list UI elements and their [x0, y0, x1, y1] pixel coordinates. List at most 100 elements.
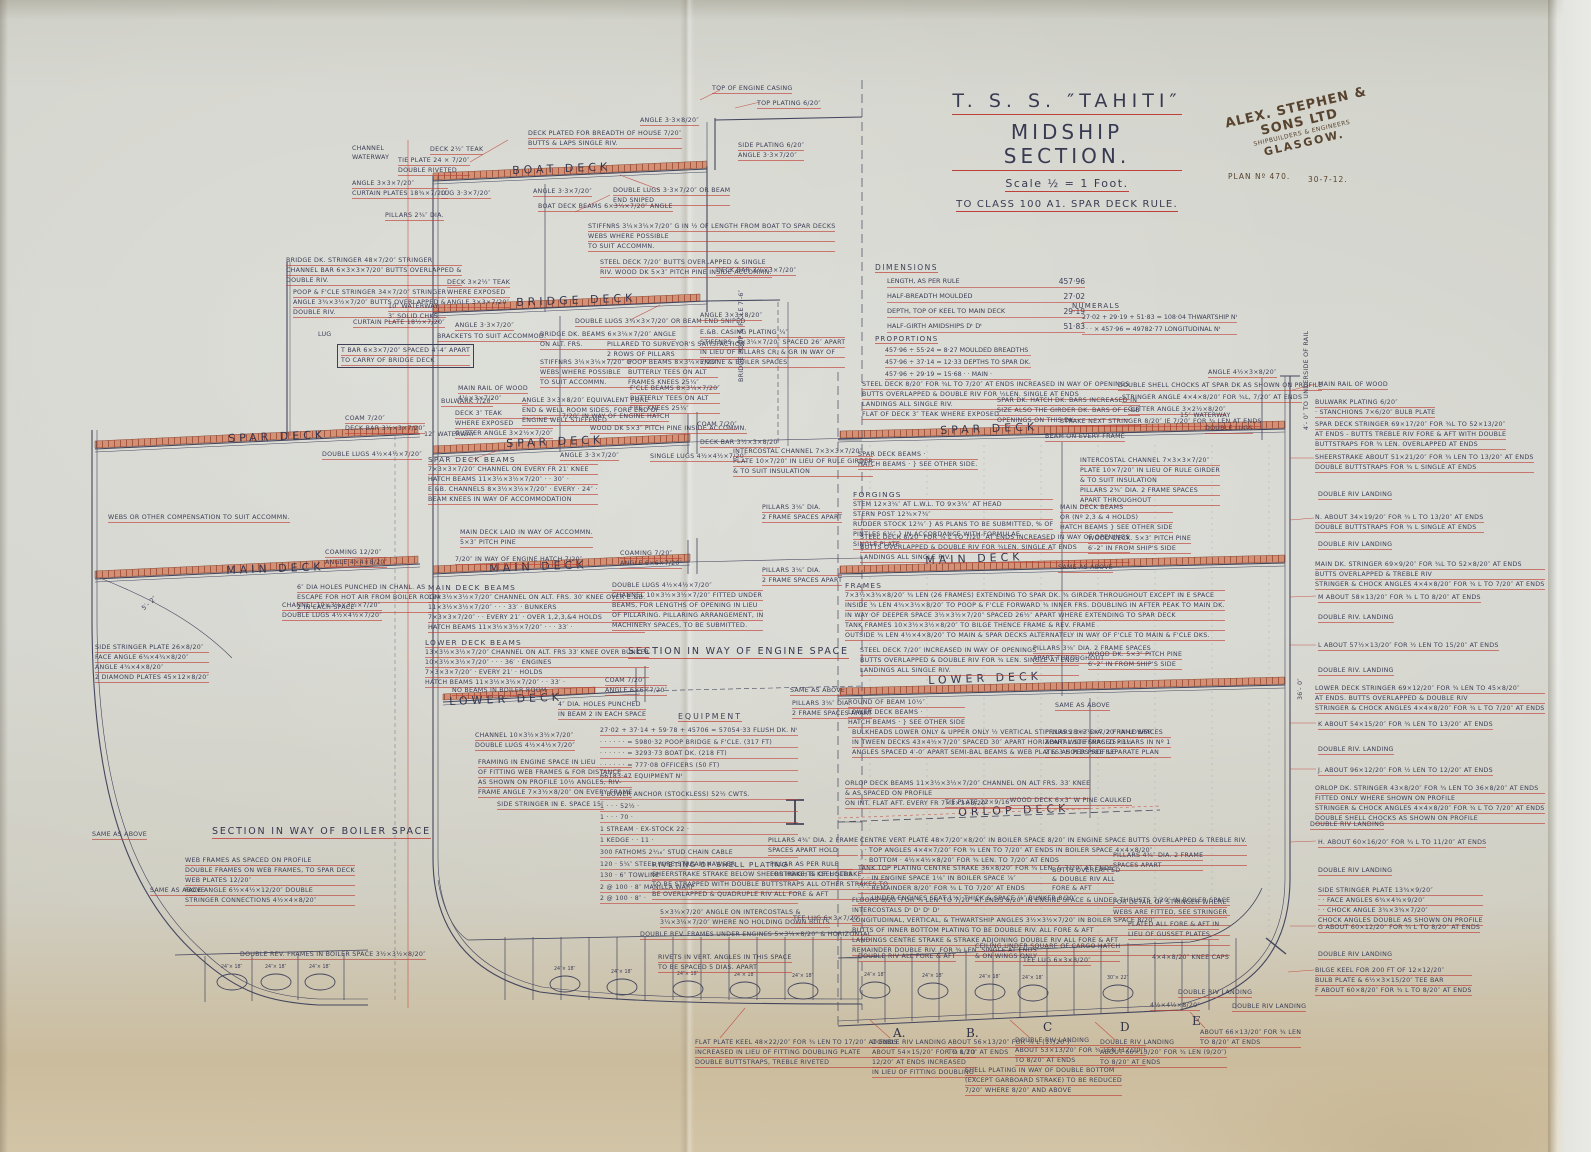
annotation-line: DOUBLE RIV LANDING	[1318, 541, 1393, 550]
annotation-line: DOUBLE RIV.	[293, 308, 447, 318]
annotation-line: 2 FRAME SPACES APART	[762, 577, 843, 586]
annotation-line: 7×3×3×7/20″ · · EVERY 21′ · OVER 1,2,3,&…	[428, 613, 646, 623]
annotation: BULWARK 7/20″	[441, 397, 494, 407]
annotation: SIDE STRINGER PLATE 26×8/20″ FACE ANGLE …	[95, 643, 210, 683]
section-title: SECTION IN WAY OF BOILER SPACE	[212, 826, 431, 839]
annotation-line: 7/20″ IN WAY OF ENGINE HATCH	[562, 413, 670, 422]
annotation-line: LONGITUDINAL, VERTICAL, & THWARTSHIP ANG…	[852, 916, 1231, 926]
annotation-line: WATERWAY	[352, 154, 390, 161]
manhole-label: 24″× 18″	[265, 965, 287, 970]
annotation-line: WEB FRAMES AS SPACED ON PROFILE	[185, 856, 355, 866]
annotation-line: WEBS WHERE POSSIBLE	[588, 232, 836, 242]
annotation-line: & ON WINGS ONLY	[975, 952, 1121, 962]
annotation-line: ANGLE 4×4×8/20″	[325, 559, 388, 568]
annotation-line: SIDE STRINGER IN E. SPACE 15″	[497, 801, 604, 810]
annotation-line: WEBS ARE FITTED, SEE STRINGER	[1113, 909, 1228, 918]
annotation-line: FRAMES KNEES 25¼″	[628, 378, 718, 388]
annotation: H. ABOUT 60×16/20″ FOR ¾ L TO 11/20″ AT …	[1318, 838, 1487, 848]
annotation-line: BUTTS OVERLAPPED & DOUBLE RIV FOR ½LEN. …	[862, 390, 1130, 400]
annotation: N. ABOUT 34×19/20″ FOR ¾ L TO 13/20″ AT …	[1315, 513, 1484, 533]
annotation-line: DECK PLATED FOR BREADTH OF HOUSE 7/20″	[528, 130, 682, 139]
annotation-line: MACHINERY SPACES, TO BE SUBMITTED.	[612, 621, 764, 631]
annotation-line: MAIN DECK LAID IN WAY OF ACCOMMN.	[460, 529, 593, 538]
annotation-line: INTERCOSTAL CHANNEL 7×3×3×7/20″	[733, 447, 874, 457]
annotation: SIDE STRINGER IN E. SPACE 15″	[497, 800, 604, 810]
annotation-line: GUTTER ANGLE 3×2½×8/20″	[1128, 406, 1226, 415]
annotation-line: 3″ SOLID CHKS.	[388, 313, 441, 322]
annotation-line: AS SHOWN ON PROFILE 10½ ANGLES, RIV-	[478, 778, 633, 788]
annotation-line: 2 FRAME SPACES APART	[762, 514, 843, 523]
annotation-line: TIE PLATE 24 × 7/20″	[398, 157, 470, 166]
annotation: SIDE PLATING 6/20″ANGLE 3·3×7/20″	[738, 141, 805, 161]
annotation-line: 4½×3×7/20″	[458, 394, 528, 404]
proportions-heading: PROPORTIONS	[875, 335, 939, 344]
annotation: DECK 2½″ TEAK	[430, 145, 484, 155]
annotation-line: 10″ WATERWAY	[388, 303, 441, 312]
annotation-line: LOWER DECK BEAMS ·	[848, 708, 966, 718]
dimension-value: 51·83	[1063, 322, 1085, 331]
annotation-line: WOOD DECK. 5×3″ PITCH PINE	[1088, 535, 1192, 544]
annotation-line: FORGINGS	[853, 490, 1054, 500]
annotation-line: TO 8/20″ AT ENDS	[1200, 1038, 1302, 1048]
annotation-line: LANDINGS ALL SINGLE RIV.	[860, 666, 1080, 676]
annotation-line: WEBS WHERE POSSIBLE	[540, 368, 632, 378]
annotation-line: TO 8/20″ AT ENDS	[1100, 1058, 1227, 1068]
annotation-line: SAME AS ABOVE	[1058, 564, 1114, 573]
annotation-line: CHANNEL 10×3½×3½×7/20″ FITTED UNDER	[612, 592, 764, 601]
annotation-line: BUTTS OVERLAPPED & TREBLE RIV	[1315, 570, 1545, 580]
annotation-line: DOUBLE BUTTSTRAPS FOR ¾ L SINGLE AT ENDS	[1315, 463, 1534, 473]
annotation-line: BRIDGE DK. BEAMS 6×3¼×7/20″ ANGLE	[540, 331, 677, 340]
annotation-line: SIDE PLATING 6/20″	[738, 142, 805, 151]
annotation-line: 7×3×3×7/20″ · EVERY 21′ · HOLDS	[425, 668, 650, 678]
annotation-line: OPENINGS ON THIS DK.	[997, 416, 1140, 426]
annotation: BULWARK PLATING 6/20″· STANCHIONS 7×6/20…	[1315, 398, 1436, 418]
annotation-line: BUTTS & LAPS SINGLE RIV.	[528, 139, 682, 149]
annotation: DECK BAR 3½×3×8/20″	[700, 438, 781, 448]
annotation-line: DOUBLE LUGS 4½×4½×7/20″	[612, 581, 764, 591]
annotation-line: RIVETS IN VERT. ANGLES IN THIS SPACE	[658, 954, 792, 963]
annotation-line: FORE & AFT	[1052, 885, 1093, 892]
strake-letter: E	[1192, 1014, 1201, 1028]
annotation-line: E.&B. CASING PLATING ¼″	[700, 328, 846, 338]
annotation-line: LUG	[318, 331, 332, 338]
annotation-line: K ABOUT 54×15/20″ FOR ¾ LEN TO 13/20″ AT…	[1318, 721, 1493, 730]
annotation-line: STRINGER & CHOCK ANGLES 4×4×8/20″ FOR ¾ …	[1315, 581, 1545, 590]
strake-letter: C	[1043, 1020, 1053, 1034]
equipment-item-line: 1 KEDGE · · 11 ·	[600, 837, 798, 847]
annotation-line: 6″ DIA HOLES PUNCHED IN CHANL. AS	[297, 583, 441, 593]
equipment-item-line: 1 · · · 52½ ·	[600, 803, 798, 812]
annotation-line: TO BE STRAPPED WITH DOUBLE BUTTSTRAPS AL…	[652, 881, 889, 890]
annotation-line: SIZE ALSO THE GIRDER DK. BARS OF E.&B	[997, 407, 1140, 416]
annotation-line: · · TOP ANGLES 4×4×7/20″ FOR ¾ LEN TO 7/…	[860, 846, 1247, 856]
annotation-line: ANGLES SPACED 4′-0″ APART SEMI-BAL BEAMS…	[852, 748, 1153, 758]
annotation-line: IN BEAM 2 IN EACH SPACE	[558, 711, 647, 720]
equipment-item-line: 2 @ 100 · 8″ MANILLA WARP	[600, 884, 798, 893]
annotation-line: PILLARS 4¾″ DIA. 2 FRAME	[1113, 852, 1204, 861]
annotation: STRAKE NEXT STRINGER 8/20″ IE 7/20″ FOR …	[1060, 417, 1262, 427]
annotation-line: ANGLE 4¾×4×8/20″	[95, 663, 210, 673]
annotation-line: SIDE STRINGER PLATE 26×8/20″	[95, 643, 210, 653]
annotation-line: STIFFNRS 3¼×3¼×7/20″ G	[540, 359, 632, 368]
annotation-line: SAME AS ABOVE	[790, 687, 846, 696]
paper-stain	[1131, 1062, 1551, 1152]
annotation-line: OUTSIDE ¾ LEN 4½×4×8/20″ TO MAIN & SPAR …	[845, 631, 1225, 641]
annotation: PILLARS 2¾″ DIA.	[385, 211, 444, 221]
annotation-line: IN LIEU OF PILLARS CR. & GR IN WAY OF	[700, 348, 846, 358]
annotation-line: FRAMES	[845, 581, 1225, 591]
annotation-line: 7/20″ IN WAY OF ENGINE HATCH 7/20″	[455, 556, 583, 565]
manhole-label: 24″× 18″	[1022, 976, 1044, 981]
annotation: FLOORS 8/20″ FOR ¾ LEN. TO 7/20″ AT ENDS…	[852, 896, 1231, 956]
annotation-line: PLATED ALL FORE & AFT IN	[1128, 921, 1220, 930]
annotation-line: PLATE 10×7/20″ IN LIEU OF RULE GIRDER	[733, 458, 874, 467]
annotation-line: TO SUIT ACCOMMN.	[540, 378, 632, 388]
annotation-line: ON INT. FLAT AFT. EVERY FR 7×3×3×8/20″	[845, 799, 1091, 809]
annotation-line: L ABOUT 57½×13/20″ FOR ½ LEN TO 15/20″ A…	[1318, 642, 1499, 651]
